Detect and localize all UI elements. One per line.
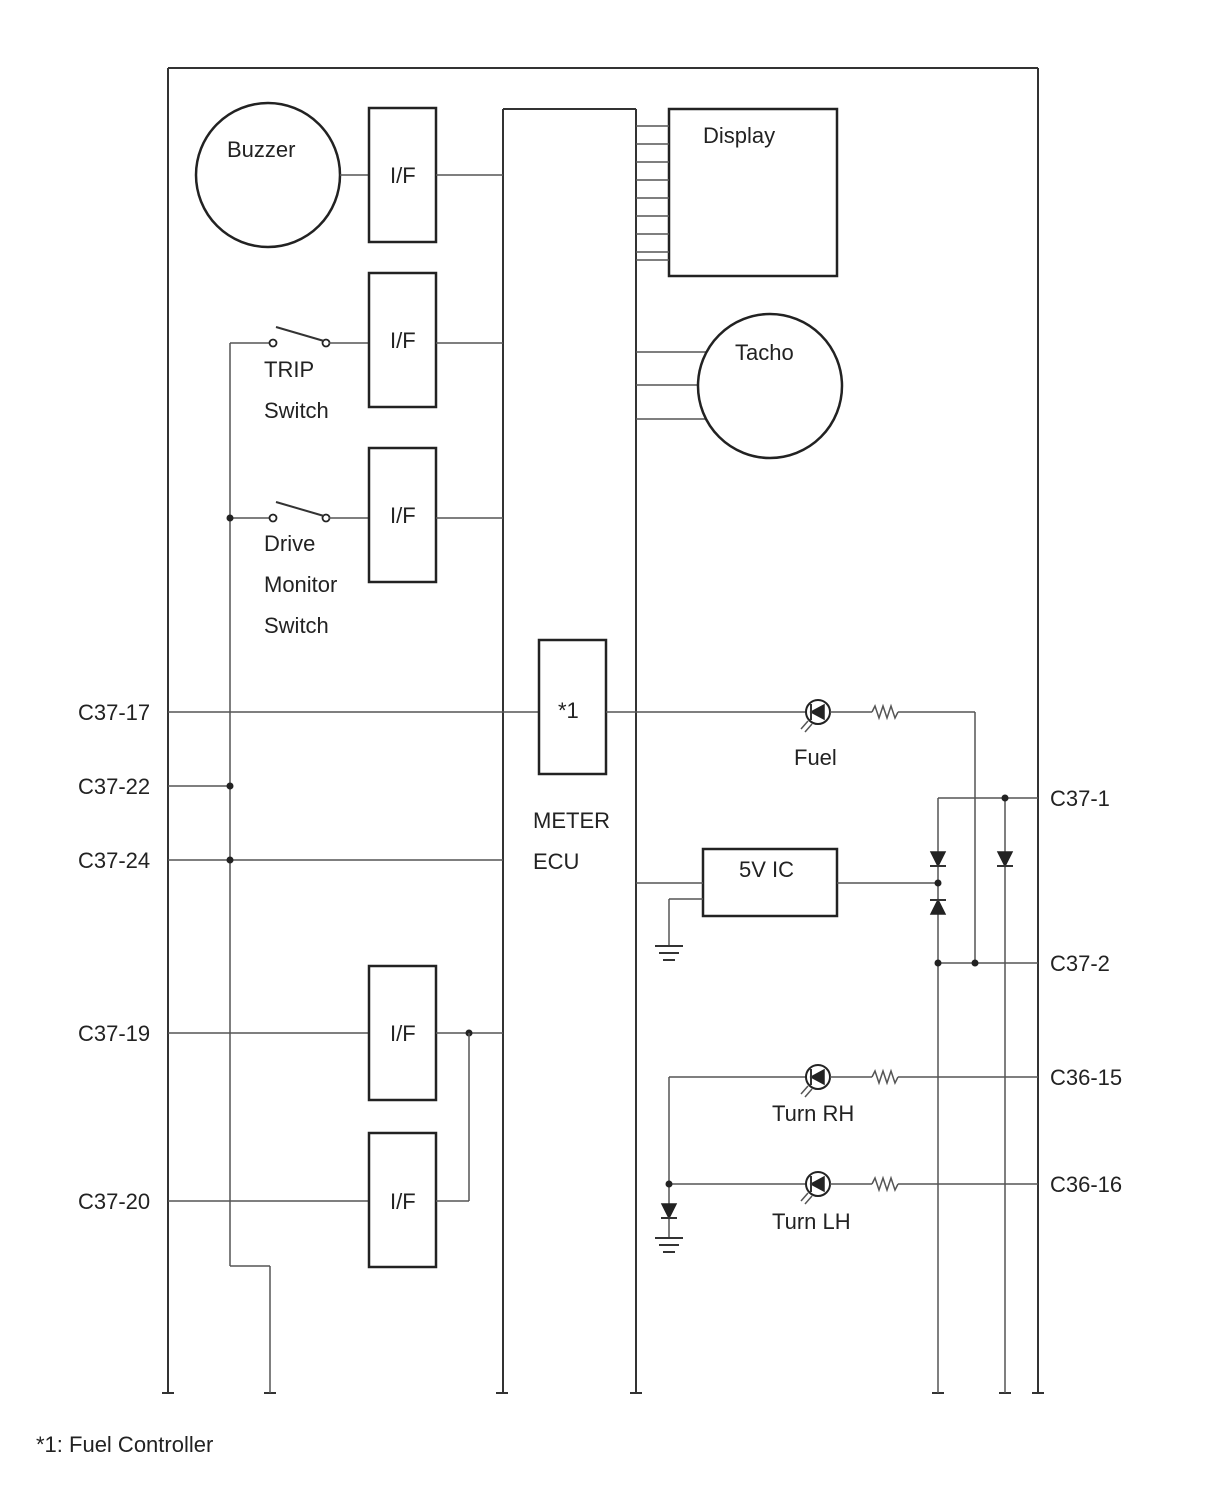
terminal-c36-15: C36-15: [1050, 1065, 1122, 1090]
interface-label: I/F: [390, 163, 416, 188]
terminal-c37-20: C37-20: [78, 1189, 369, 1214]
fuel-controller-block: *1: [537, 638, 806, 776]
trip-switch-label-line1: TRIP: [264, 357, 314, 382]
switch-common-wire: [226, 342, 273, 1393]
turn-lh-indicator-led-icon: Turn LH: [669, 1171, 1038, 1234]
outer-frame: [167, 67, 1039, 1393]
tacho-label: Tacho: [735, 340, 794, 365]
display-label: Display: [703, 123, 775, 148]
buzzer-label: Buzzer: [227, 137, 295, 162]
trip-switch: TRIP Switch: [264, 326, 369, 423]
footnote: *1: Fuel Controller: [36, 1432, 213, 1457]
ground-icon: [655, 945, 683, 961]
terminal-c37-17: C37-17: [78, 700, 539, 725]
terminal-c37-22: C37-22: [78, 774, 234, 799]
diode-icon: [929, 898, 947, 915]
drive-switch-label-line1: Drive: [264, 531, 315, 556]
tacho-gauge: Tacho: [636, 312, 844, 460]
svg-text:C37-24: C37-24: [78, 848, 150, 873]
interface-label: I/F: [390, 1021, 416, 1046]
buzzer: Buzzer: [194, 101, 369, 249]
terminal-c36-16: C36-16: [1050, 1172, 1122, 1197]
interface-label: I/F: [390, 503, 416, 528]
fuel-controller-label: *1: [558, 698, 579, 723]
drive-switch-label-line2: Monitor: [264, 572, 337, 597]
diode-icon: [996, 851, 1014, 868]
drive-switch-label-line3: Switch: [264, 613, 329, 638]
svg-text:C37-17: C37-17: [78, 700, 150, 725]
interface-block-trip: I/F: [367, 271, 503, 409]
interface-block-c37-19: I/F: [367, 964, 503, 1102]
svg-text:C37-19: C37-19: [78, 1021, 150, 1046]
svg-text:C37-22: C37-22: [78, 774, 150, 799]
terminal-c37-24: C37-24: [78, 848, 503, 873]
regulator-5v-ic: 5V IC: [636, 847, 938, 946]
drive-monitor-switch: Drive Monitor Switch: [264, 501, 369, 638]
fuel-indicator-led-icon: Fuel: [794, 699, 976, 963]
terminal-c37-19: C37-19: [78, 1021, 369, 1046]
regulator-label: 5V IC: [739, 857, 794, 882]
interface-block-drive-monitor: I/F: [367, 446, 503, 584]
fuel-indicator-label: Fuel: [794, 745, 837, 770]
diode-icon: [929, 851, 947, 868]
interface-block-buzzer: I/F: [367, 106, 503, 244]
meter-ecu-label-line2: ECU: [533, 849, 579, 874]
diode-network: [929, 794, 1038, 1393]
display-block: Display: [636, 107, 839, 278]
svg-text:C37-20: C37-20: [78, 1189, 150, 1214]
meter-ecu-label-line1: METER: [533, 808, 610, 833]
meter-ecu-block: METER ECU: [502, 108, 637, 1393]
interface-block-c37-20: I/F: [367, 1033, 470, 1269]
interface-label: I/F: [390, 1189, 416, 1214]
turn-lh-label: Turn LH: [772, 1209, 851, 1234]
terminal-c37-1: C37-1: [1050, 786, 1110, 811]
turn-common-diode: [660, 1077, 678, 1238]
interface-label: I/F: [390, 328, 416, 353]
turn-rh-indicator-led-icon: Turn RH: [669, 1064, 1038, 1126]
diode-icon: [660, 1203, 678, 1220]
ground-icon: [655, 1237, 683, 1253]
terminal-c37-2: C37-2: [1050, 951, 1110, 976]
turn-rh-label: Turn RH: [772, 1101, 854, 1126]
trip-switch-label-line2: Switch: [264, 398, 329, 423]
